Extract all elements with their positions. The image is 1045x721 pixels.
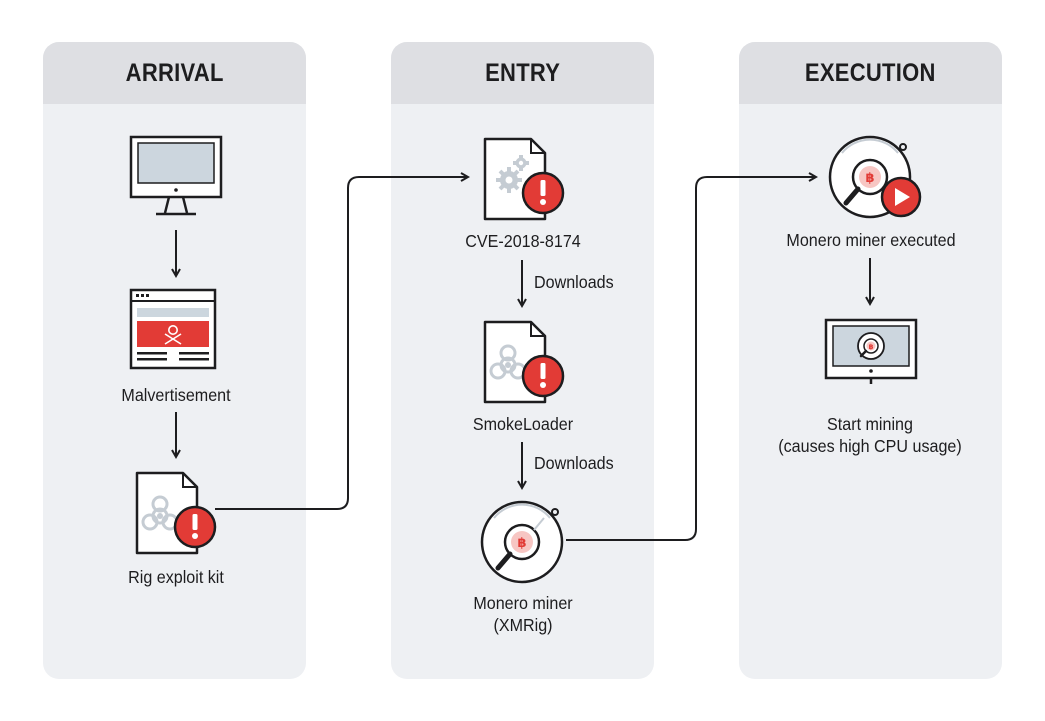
arrival-title: ARRIVAL — [125, 58, 224, 87]
start-mining-line1: Start mining — [827, 414, 913, 434]
monero-miner-label: Monero miner (XMRig) — [449, 592, 596, 636]
entry-header: ENTRY — [391, 42, 654, 104]
monitor-bitcoin-icon: ฿ — [824, 318, 918, 384]
gear-file-alert-icon — [483, 137, 565, 221]
entry-title: ENTRY — [484, 58, 561, 87]
bitcoin-magnifier-play-icon: ฿ — [828, 135, 922, 219]
start-mining-line2: (causes high CPU usage) — [778, 436, 962, 456]
malicious-webpage-icon — [129, 288, 217, 370]
bitcoin-magnifier-icon: ฿ — [480, 500, 564, 584]
desktop-computer-icon — [129, 135, 223, 216]
svg-text:฿: ฿ — [517, 536, 526, 551]
rig-exploit-kit-label: Rig exploit kit — [128, 567, 224, 587]
malvertisement-label: Malvertisement — [121, 385, 231, 405]
svg-text:฿: ฿ — [865, 171, 874, 186]
downloads-label-2: Downloads — [534, 453, 614, 473]
connector-rig-to-cve — [215, 177, 468, 510]
biohazard-file-alert-icon — [483, 320, 565, 404]
arrival-header: ARRIVAL — [43, 42, 306, 104]
biohazard-file-alert-icon — [135, 471, 217, 555]
downloads-label-1: Downloads — [534, 272, 614, 292]
start-mining-label: Start mining (causes high CPU usage) — [769, 413, 971, 457]
connector-miner-to-executed — [566, 177, 816, 541]
svg-text:฿: ฿ — [869, 343, 874, 351]
monero-miner-executed-label: Monero miner executed — [786, 230, 956, 250]
monero-miner-line1: Monero miner — [473, 593, 573, 613]
smokeloader-label: SmokeLoader — [472, 414, 574, 434]
execution-header: EXECUTION — [739, 42, 1002, 104]
execution-title: EXECUTION — [805, 58, 936, 87]
monero-miner-line2: (XMRig) — [493, 615, 553, 635]
cve-label: CVE-2018-8174 — [465, 231, 581, 251]
